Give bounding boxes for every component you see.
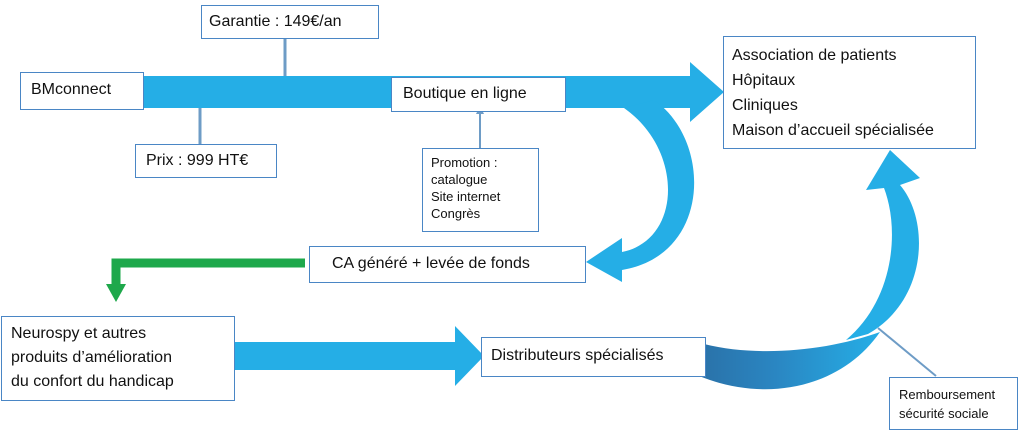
clients-line-3: Cliniques: [732, 97, 798, 114]
promotion-line-3: Site internet: [431, 189, 501, 204]
green-arrow: [111, 258, 305, 286]
prix-label: Prix : 999 HT€: [146, 152, 249, 169]
remboursement-connector: [877, 327, 937, 377]
promotion-line-2: catalogue: [431, 172, 488, 187]
ca-box: CA généré + levée de fonds: [309, 246, 586, 283]
remboursement-line-2: sécurité sociale: [899, 406, 989, 421]
clients-line-1: Association de patients: [732, 47, 897, 64]
promotion-line-1: Promotion :: [431, 155, 498, 170]
garantie-label: Garantie : 149€/an: [209, 13, 342, 30]
neurospy-to-distributeurs-arrow: [234, 326, 484, 386]
neurospy-line-2: produits d’amélioration: [11, 349, 172, 366]
remboursement-line-1: Remboursement: [899, 387, 996, 402]
neurospy-box: Neurospy et autres produits d’améliorati…: [1, 316, 235, 401]
distributeurs-box: Distributeurs spécialisés: [481, 337, 706, 377]
clients-line-2: Hôpitaux: [732, 72, 796, 89]
boutique-label: Boutique en ligne: [403, 85, 527, 102]
distributeurs-label: Distributeurs spécialisés: [491, 347, 664, 364]
boutique-to-ca-curve-arrow: [586, 100, 695, 282]
green-arrow-head: [106, 284, 126, 302]
prix-box: Prix : 999 HT€: [135, 144, 277, 178]
clients-box: Association de patients Hôpitaux Cliniqu…: [723, 36, 976, 149]
ca-label: CA généré + levée de fonds: [332, 255, 530, 272]
remboursement-box: Remboursement sécurité sociale: [889, 377, 1018, 430]
promotion-box: Promotion : catalogue Site internet Cong…: [422, 148, 539, 232]
garantie-box: Garantie : 149€/an: [201, 5, 379, 39]
bmconnect-label: BMconnect: [31, 81, 112, 98]
promotion-line-4: Congrès: [431, 206, 481, 221]
boutique-box: Boutique en ligne: [391, 77, 566, 112]
distributeurs-curve: [690, 332, 880, 390]
neurospy-line-1: Neurospy et autres: [11, 325, 147, 342]
neurospy-line-3: du confort du handicap: [11, 373, 174, 390]
bmconnect-box: BMconnect: [20, 72, 144, 110]
reimbursement-curve-arrow: [846, 150, 920, 340]
clients-line-4: Maison d’accueil spécialisée: [732, 122, 934, 139]
